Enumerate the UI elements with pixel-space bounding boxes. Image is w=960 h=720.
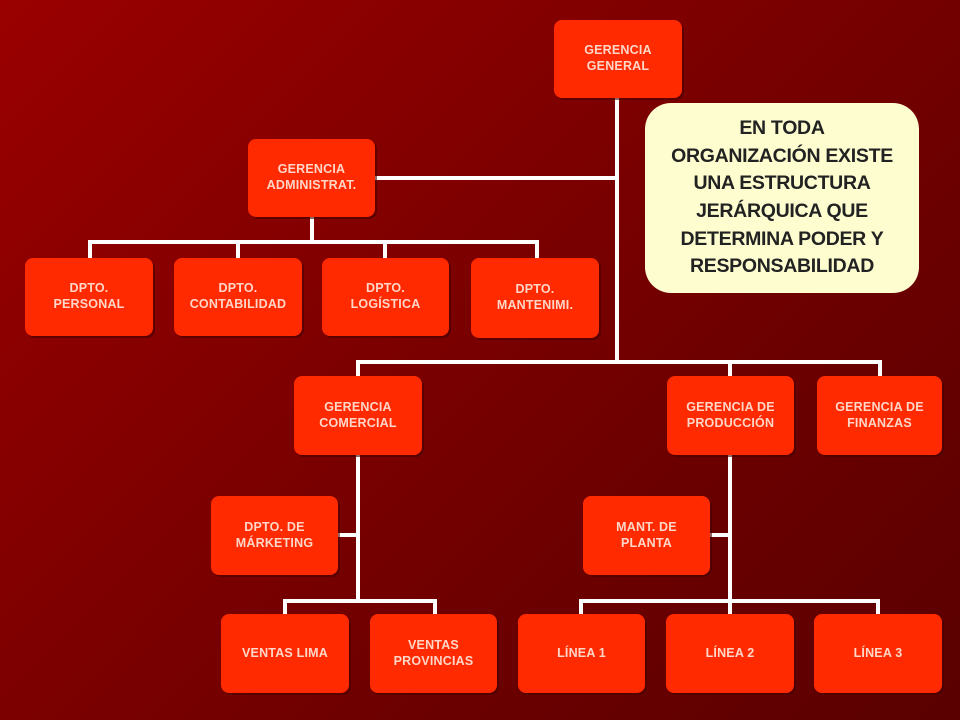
node-dpto-logistica: DPTO. LOGÍSTICA <box>322 258 449 336</box>
node-gerencia-general: GERENCIA GENERAL <box>554 20 682 98</box>
node-linea-2: LÍNEA 2 <box>666 614 794 693</box>
node-ventas-lima: VENTAS LIMA <box>221 614 349 693</box>
node-ventas-provincias: VENTAS PROVINCIAS <box>370 614 497 693</box>
node-gerencia-comercial: GERENCIA COMERCIAL <box>294 376 422 455</box>
node-gerencia-produccion: GERENCIA DE PRODUCCIÓN <box>667 376 794 455</box>
node-linea-3: LÍNEA 3 <box>814 614 942 693</box>
node-gerencia-administrativa: GERENCIA ADMINISTRAT. <box>248 139 375 217</box>
node-dpto-contabilidad: DPTO. CONTABILIDAD <box>174 258 302 336</box>
callout-hierarchy-note: EN TODA ORGANIZACIÓN EXISTE UNA ESTRUCTU… <box>645 103 919 293</box>
node-gerencia-finanzas: GERENCIA DE FINANZAS <box>817 376 942 455</box>
node-linea-1: LÍNEA 1 <box>518 614 645 693</box>
node-dpto-mantenimiento: DPTO. MANTENIMI. <box>471 258 599 338</box>
node-dpto-personal: DPTO. PERSONAL <box>25 258 153 336</box>
node-mant-planta: MANT. DE PLANTA <box>583 496 710 575</box>
node-dpto-marketing: DPTO. DE MÁRKETING <box>211 496 338 575</box>
